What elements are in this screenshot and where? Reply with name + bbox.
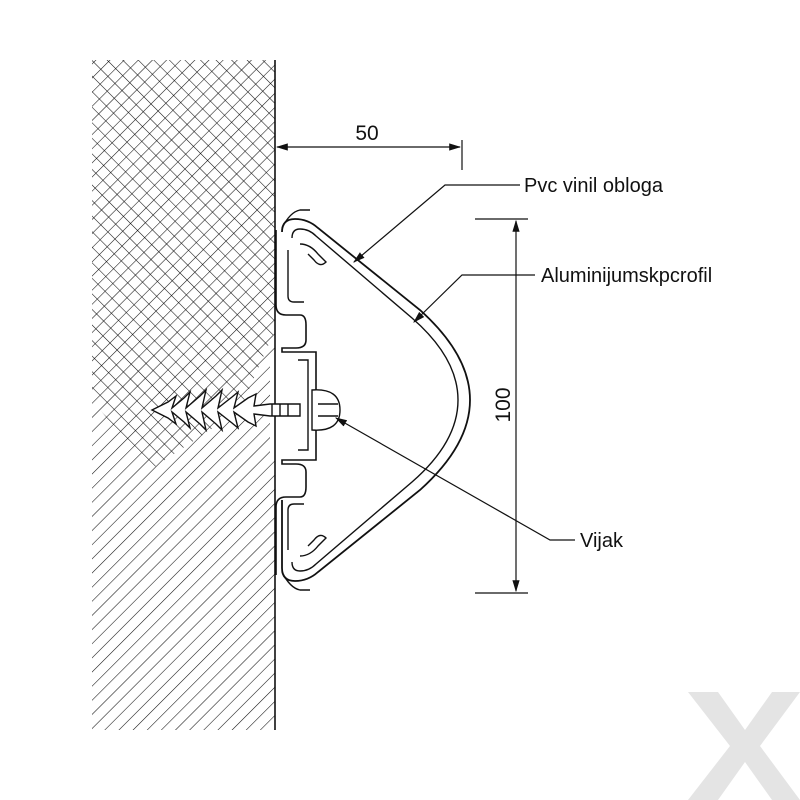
screw-thread <box>150 387 301 433</box>
width-dimension <box>275 140 463 170</box>
x-logo-icon <box>688 692 800 800</box>
screw-head <box>311 389 341 431</box>
clip-hook-bottom <box>299 534 327 557</box>
clip-hook-top <box>299 243 327 266</box>
aluminium-label: Aluminijumskpcrofil <box>541 265 712 287</box>
pvc-leader-line <box>353 184 520 263</box>
wall-section <box>92 60 276 730</box>
screw <box>150 387 341 433</box>
screw-label: Vijak <box>580 530 624 552</box>
width-dimension-value: 50 <box>355 122 378 145</box>
height-dimension-value: 100 <box>492 387 515 422</box>
aluminium-leader-line <box>413 274 535 323</box>
pvc-cover-inner <box>291 228 459 572</box>
pvc-cover-outer <box>281 218 471 582</box>
profile-assembly <box>275 209 471 591</box>
screw-leader-line <box>334 417 575 541</box>
height-dimension <box>475 218 528 594</box>
pvc-label: Pvc vinil obloga <box>524 175 664 197</box>
